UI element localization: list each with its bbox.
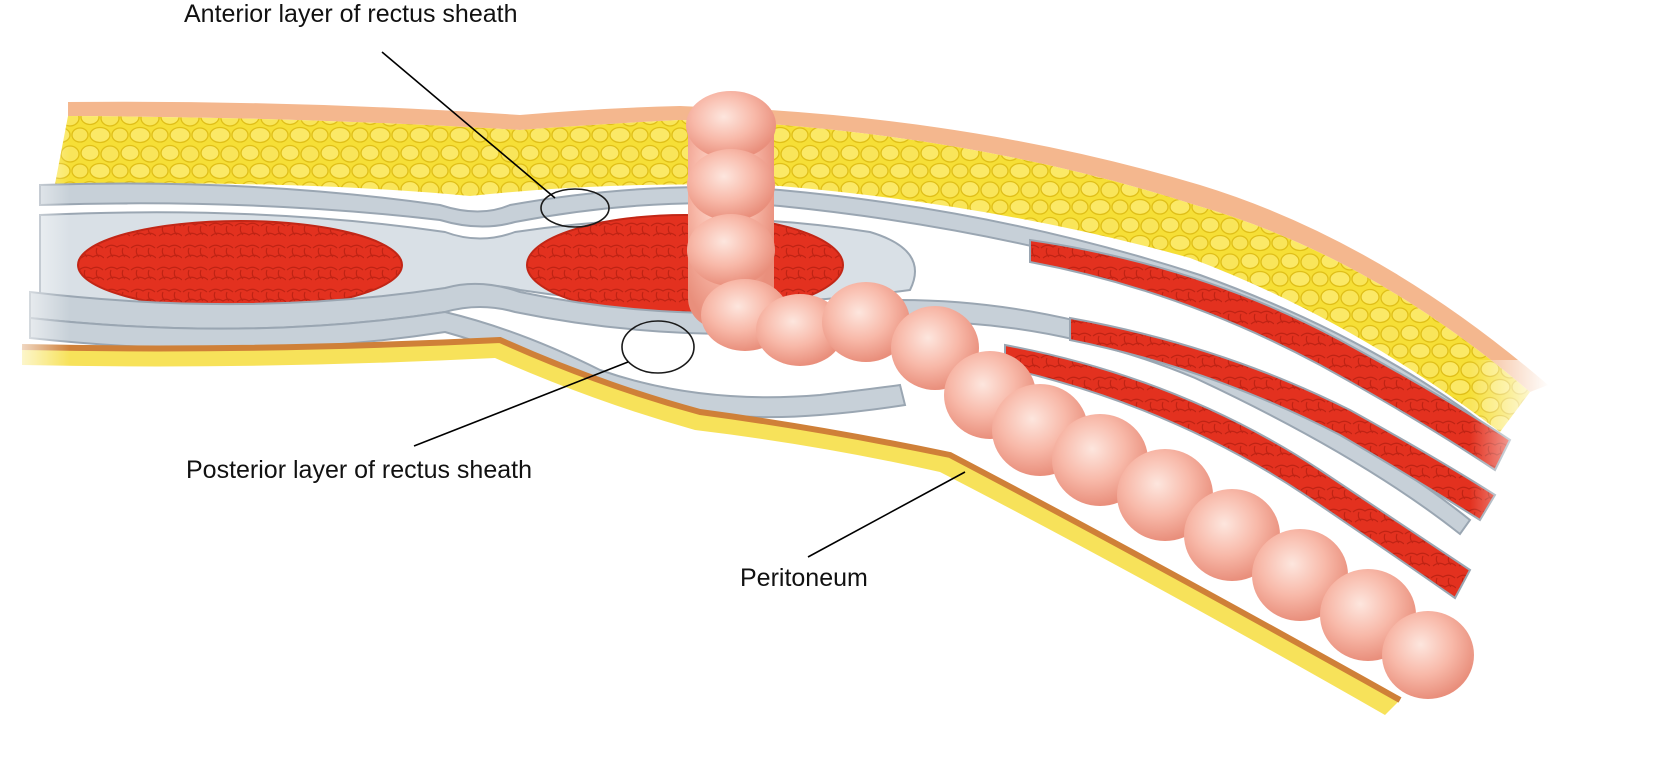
rectus-muscle-left (78, 221, 402, 309)
peritoneum-leader-line (808, 472, 965, 557)
left-edge-fade (0, 90, 70, 380)
label-posterior-rectus-sheath: Posterior layer of rectus sheath (186, 456, 532, 484)
right-edge-fade (1470, 360, 1550, 730)
label-peritoneum: Peritoneum (740, 564, 868, 592)
label-anterior-rectus-sheath: Anterior layer of rectus sheath (184, 0, 518, 28)
posterior-leader-line (414, 362, 628, 446)
